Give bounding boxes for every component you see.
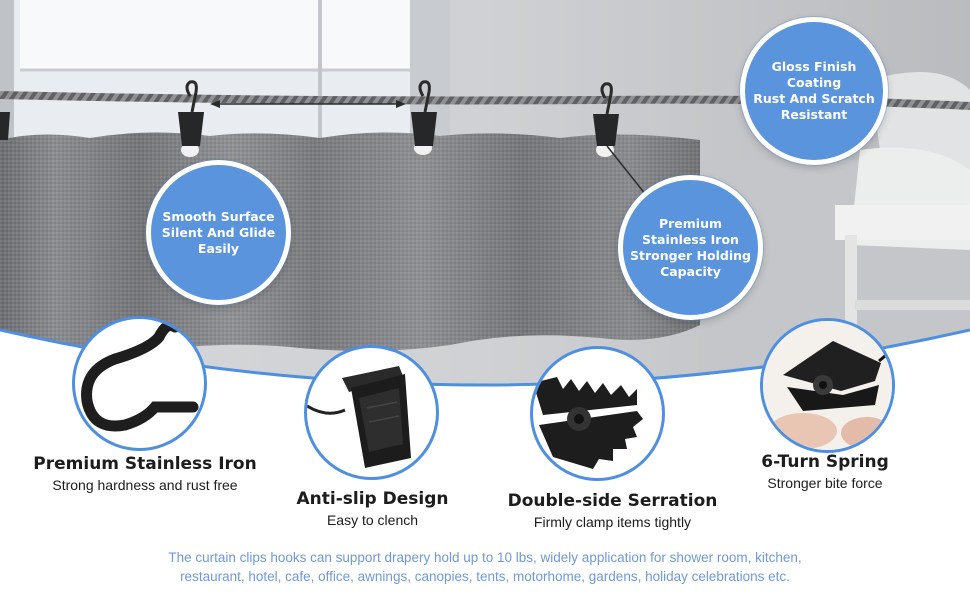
feature-title: Premium Stainless Iron [33,454,257,474]
callout-gloss-finish-text: Gloss Finish Coating Rust And Scratch Re… [753,59,875,122]
feature-spring-image [760,318,895,453]
feature-title: Double-side Serration [507,491,718,511]
feature-subtitle: Stronger bite force [767,475,883,491]
feature-6-turn-spring: 6-Turn Spring Stronger bite force [730,451,920,493]
clip-icon [307,366,411,468]
usage-description-line-2: restaurant, hotel, cafe, office, awnings… [180,569,790,584]
feature-subtitle: Firmly clamp items tightly [533,514,692,530]
spring-icon [783,341,892,411]
feature-subtitle: Strong hardness and rust free [52,477,238,493]
feature-clip-image [304,345,439,480]
feature-hook-image [72,316,207,451]
feature-title: 6-Turn Spring [761,452,889,472]
callout-gloss-finish: Gloss Finish Coating Rust And Scratch Re… [740,17,888,165]
usage-description-line-1: The curtain clips hooks can support drap… [168,550,802,565]
callout-premium-iron-text: Premium Stainless Iron Stronger Holding … [630,215,751,279]
feature-double-side-serration: Double-side Serration Firmly clamp items… [480,490,745,532]
hook-icon [81,319,199,432]
feature-premium-stainless-iron: Premium Stainless Iron Strong hardness a… [10,453,280,495]
double-arrow-icon [210,100,406,108]
callout-smooth-surface: Smooth Surface Silent And Glide Easily [146,160,291,305]
callout-smooth-surface-text: Smooth Surface Silent And Glide Easily [161,208,276,256]
usage-description: The curtain clips hooks can support drap… [0,548,970,586]
serration-icon [533,377,643,469]
feature-title: Anti-slip Design [296,489,449,509]
feature-subtitle: Easy to clench [326,512,419,528]
callout-premium-iron: Premium Stainless Iron Stronger Holding … [618,175,763,320]
feature-serration-image [530,346,665,481]
feature-anti-slip-design: Anti-slip Design Easy to clench [250,488,495,530]
